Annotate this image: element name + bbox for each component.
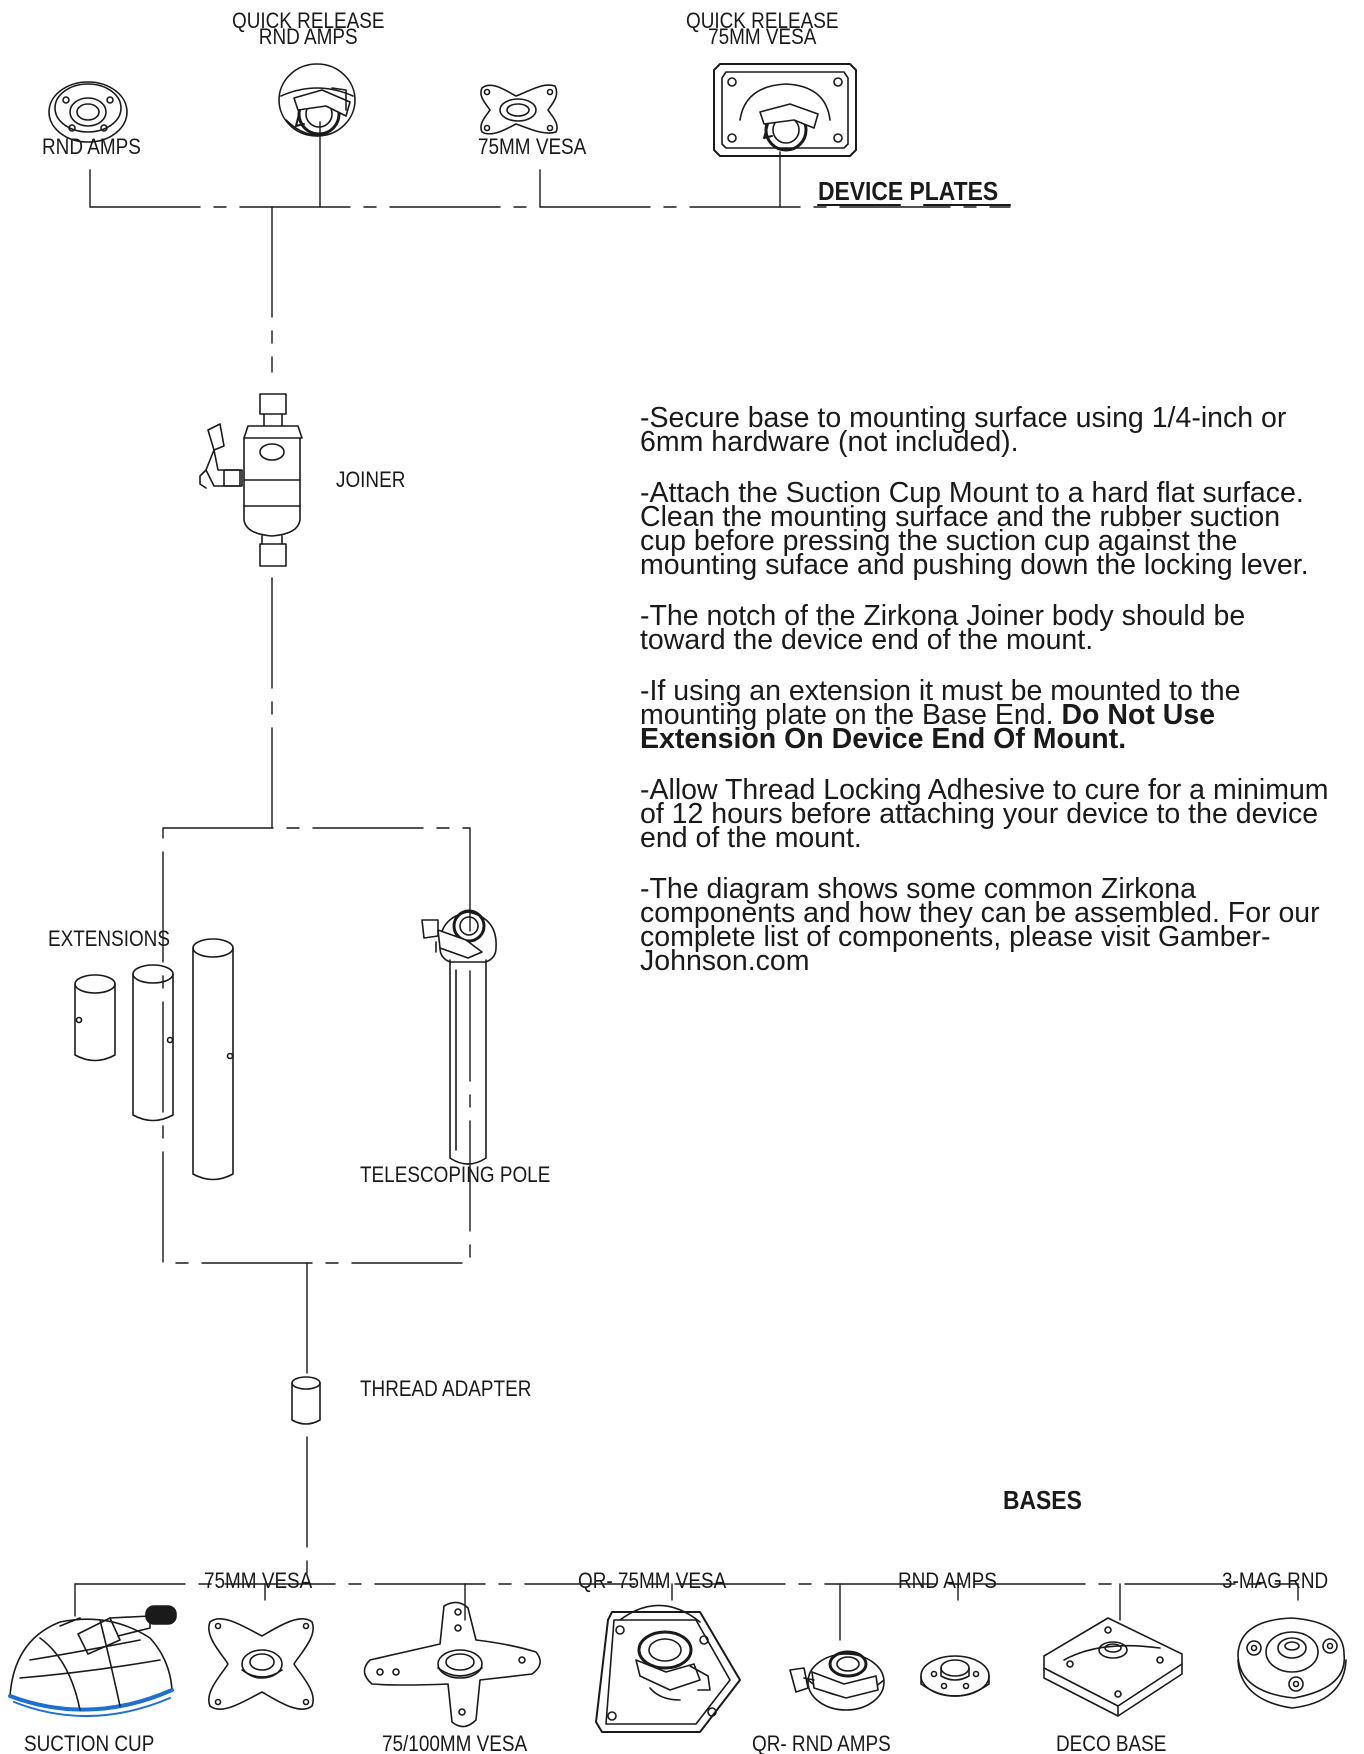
extension-medium xyxy=(132,964,174,1122)
instruction-1: -Secure base to mounting surface using 1… xyxy=(640,402,1287,458)
75mm-vesa-base-icon xyxy=(208,1618,314,1710)
label-qr-75mm-vesa-plate-line1: QUICK RELEASE xyxy=(686,8,839,33)
label-base-deco-base: DECO BASE xyxy=(1056,1731,1167,1754)
label-qr-rnd-amps-plate-line2: RND AMPS xyxy=(258,24,358,49)
75-100mm-vesa-base-icon xyxy=(363,1601,541,1728)
label-joiner: JOINER xyxy=(336,467,406,492)
75mm-vesa-plate-icon xyxy=(480,84,558,135)
deco-base-icon xyxy=(1043,1617,1183,1717)
bases-heading: BASES xyxy=(1003,1485,1082,1515)
instructions-text: -Secure base to mounting surface using 1… xyxy=(640,402,1330,1000)
qr-rnd-amps-base-icon xyxy=(789,1650,885,1711)
label-base-qr-75mm-vesa: QR- 75MM VESA xyxy=(578,1568,727,1593)
instruction-3: -The notch of the Zirkona Joiner body sh… xyxy=(640,600,1246,656)
label-base-rnd-amps: RND AMPS xyxy=(898,1568,997,1593)
label-qr-rnd-amps-plate-line1: QUICK RELEASE xyxy=(232,8,385,33)
label-qr-rnd-amps-plate: QUICK RELEASE RND AMPS xyxy=(232,10,384,48)
suction-cup-base-icon xyxy=(8,1605,177,1718)
label-telescoping-pole: TELESCOPING POLE xyxy=(360,1162,551,1187)
qr-rnd-amps-plate-icon xyxy=(278,63,356,137)
label-base-qr-rnd-amps: QR- RND AMPS xyxy=(752,1731,891,1754)
device-plates-heading: DEVICE PLATES xyxy=(818,176,999,206)
rnd-amps-base-icon xyxy=(920,1655,990,1697)
label-base-suction-cup: SUCTION CUP xyxy=(24,1731,155,1754)
instruction-5: -Allow Thread Locking Adhesive to cure f… xyxy=(640,774,1329,854)
label-qr-75mm-vesa-plate: QUICK RELEASE 75MM VESA xyxy=(686,10,838,48)
extension-short xyxy=(74,974,116,1062)
telescoping-pole-icon xyxy=(421,909,497,1165)
label-thread-adapter: THREAD ADAPTER xyxy=(360,1376,532,1401)
connector-lines xyxy=(74,121,1299,1641)
label-rnd-amps-plate: RND AMPS xyxy=(42,134,141,159)
joiner-icon xyxy=(199,393,303,567)
instruction-6: -The diagram shows some common Zirkona c… xyxy=(640,873,1320,977)
thread-adapter-icon xyxy=(291,1376,321,1425)
extensions-icon xyxy=(74,938,234,1181)
qr-75mm-vesa-base-icon xyxy=(595,1604,741,1733)
3-mag-rnd-base-icon xyxy=(1237,1617,1347,1709)
instruction-2: -Attach the Suction Cup Mount to a hard … xyxy=(640,477,1309,581)
instruction-4: -If using an extension it must be mounte… xyxy=(640,675,1241,755)
label-base-75mm-vesa: 75MM VESA xyxy=(204,1568,313,1593)
label-75mm-vesa-plate: 75MM VESA xyxy=(478,134,587,159)
label-base-75-100mm-vesa: 75/100MM VESA xyxy=(382,1731,528,1754)
label-qr-75mm-vesa-plate-line2: 75MM VESA xyxy=(708,24,817,49)
qr-75mm-vesa-plate-icon xyxy=(713,63,857,157)
label-extensions: EXTENSIONS xyxy=(48,926,170,951)
extension-long xyxy=(192,938,234,1181)
rnd-amps-plate-icon xyxy=(48,81,128,143)
label-base-3-mag-rnd: 3-MAG RND xyxy=(1222,1568,1329,1593)
split-box xyxy=(162,827,471,1264)
